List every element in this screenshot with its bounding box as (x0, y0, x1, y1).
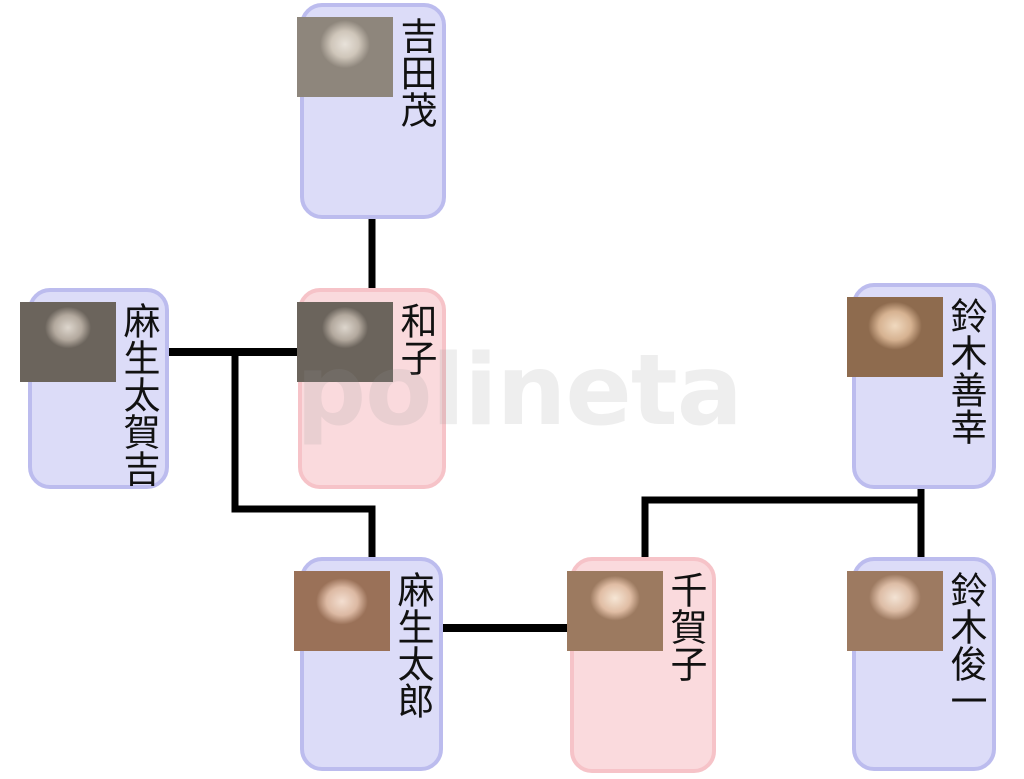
person-node-aso-taro[interactable]: 麻生太郎 (294, 557, 443, 771)
portrait-aso-takakichi (20, 302, 116, 382)
node-content: 鈴木善幸 (847, 287, 992, 485)
portrait-chikako (567, 571, 663, 651)
node-content: 麻生太賀吉 (20, 292, 165, 487)
node-content: 吉田茂 (297, 7, 442, 215)
person-name-label: 麻生太賀吉 (117, 302, 160, 487)
edge-zenko-to-chikako (641, 486, 925, 560)
person-name-label: 千賀子 (664, 571, 707, 682)
person-node-suzuki-zenko[interactable]: 鈴木善幸 (847, 283, 996, 489)
person-node-suzuki-shunichi[interactable]: 鈴木俊一 (847, 557, 996, 771)
person-name-label: 吉田茂 (394, 17, 437, 128)
node-content: 麻生太郎 (294, 561, 439, 767)
node-content: 千賀子 (567, 561, 712, 769)
portrait-suzuki-shunichi (847, 571, 943, 651)
portrait-yoshida-shigeru (297, 17, 393, 97)
person-node-aso-takakichi[interactable]: 麻生太賀吉 (20, 288, 169, 489)
portrait-suzuki-zenko (847, 297, 943, 377)
person-name-label: 鈴木善幸 (944, 297, 987, 445)
edge-parents-to-aso-taro (231, 352, 376, 560)
node-content: 和子 (297, 292, 442, 485)
node-content: 鈴木俊一 (847, 561, 992, 767)
portrait-aso-taro (294, 571, 390, 651)
portrait-kazuko (297, 302, 393, 382)
person-node-yoshida-shigeru[interactable]: 吉田茂 (297, 3, 446, 219)
person-name-label: 和子 (394, 302, 437, 376)
person-node-chikako[interactable]: 千賀子 (567, 557, 716, 773)
person-name-label: 麻生太郎 (391, 571, 434, 719)
person-node-kazuko[interactable]: 和子 (297, 288, 446, 489)
person-name-label: 鈴木俊一 (944, 571, 987, 719)
